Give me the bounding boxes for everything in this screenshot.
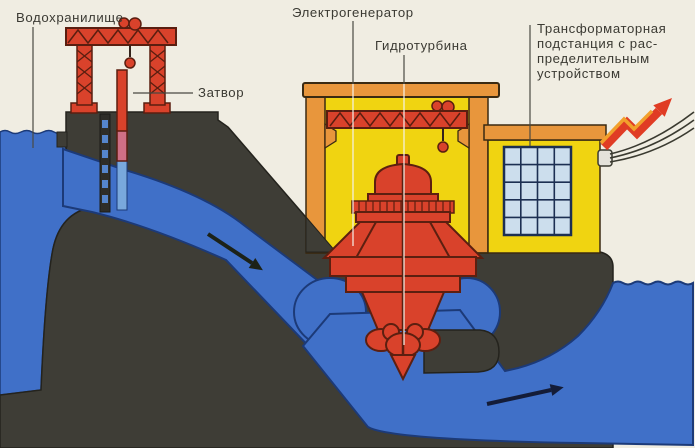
draft-tube-pier (423, 329, 500, 374)
dam-slope-foreground (305, 215, 338, 253)
powerhouse-roof (302, 82, 500, 98)
wire-insulator (597, 149, 613, 167)
gate-rod (116, 69, 128, 211)
tailrace-flow-arrow-icon (486, 384, 564, 406)
power-lines (609, 111, 695, 163)
overhead-crane (326, 100, 468, 153)
label-substation: Трансформаторная подстанция с рас- преде… (537, 21, 671, 81)
substation-building (483, 124, 613, 254)
trash-rack (99, 113, 111, 213)
label-generator: Электрогенератор (292, 5, 414, 20)
gantry-crane (65, 17, 177, 114)
crane-hook-icon (124, 57, 136, 69)
label-gate: Затвор (198, 85, 244, 100)
leader-lines (32, 21, 531, 345)
label-turbine: Гидротурбина (375, 38, 468, 53)
substation-window (502, 145, 573, 237)
powerhouse-column-right (468, 96, 489, 254)
overhead-crane-hook-icon (437, 141, 449, 153)
penstock-flow-arrow-icon (206, 232, 263, 271)
generator-turbine-assembly (321, 154, 485, 382)
dam-crest-ledge (56, 131, 68, 148)
label-reservoir: Водохранилище (16, 10, 124, 25)
lightning-arrow-icon (599, 98, 672, 151)
substation-roof (483, 124, 607, 141)
